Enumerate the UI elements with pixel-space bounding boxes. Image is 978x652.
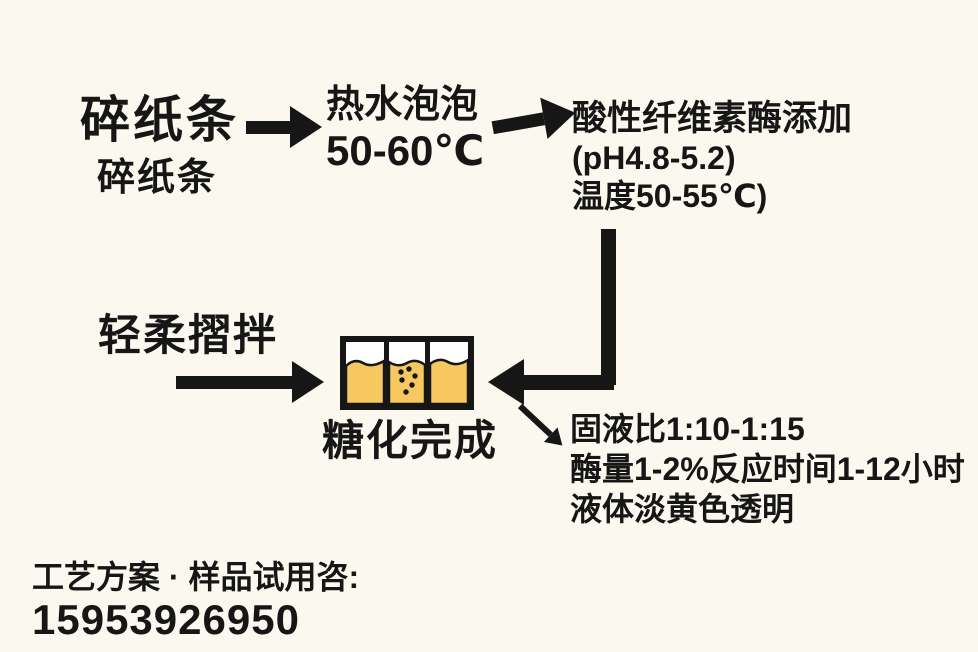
arrow-right-icon bbox=[246, 105, 322, 149]
result-caption: 糖化完成 bbox=[322, 417, 499, 464]
elbow-connector-line bbox=[601, 229, 616, 385]
step-hot-water-title: 热水泡泡 bbox=[326, 84, 479, 126]
arrow-right-icon bbox=[176, 360, 324, 404]
step-shredded-paper-title: 碎纸条 bbox=[80, 92, 239, 148]
step-enzyme-ph-range: (pH4.8-5.2) bbox=[572, 140, 736, 176]
footer-contact-label: 工艺方案 · 样品试用咨: bbox=[32, 559, 360, 595]
note-solid-liquid-ratio: 固液比1:10-1:15 bbox=[570, 411, 805, 447]
fermentation-tray-icon bbox=[340, 336, 474, 410]
step-hot-water-temperature: 50-60℃ bbox=[326, 127, 485, 174]
arrow-diagonal-icon bbox=[513, 399, 570, 453]
footer-phone-number: 15953926950 bbox=[32, 596, 300, 643]
step-stir-title: 轻柔摺拌 bbox=[98, 312, 278, 360]
note-enzyme-dose-reaction-time: 酶量1-2%反应时间1-12小时 bbox=[570, 451, 965, 487]
arrow-right-icon bbox=[489, 91, 580, 149]
note-liquid-appearance: 液体淡黄色透明 bbox=[570, 491, 795, 527]
arrow-left-icon bbox=[488, 359, 614, 405]
step-enzyme-temperature: 温度50-55℃) bbox=[572, 178, 768, 214]
step-enzyme-title: 酸性纤维素酶添加 bbox=[572, 99, 853, 138]
bubble-dots bbox=[398, 366, 418, 395]
step-shredded-paper-subtitle: 碎纸条 bbox=[97, 157, 218, 199]
